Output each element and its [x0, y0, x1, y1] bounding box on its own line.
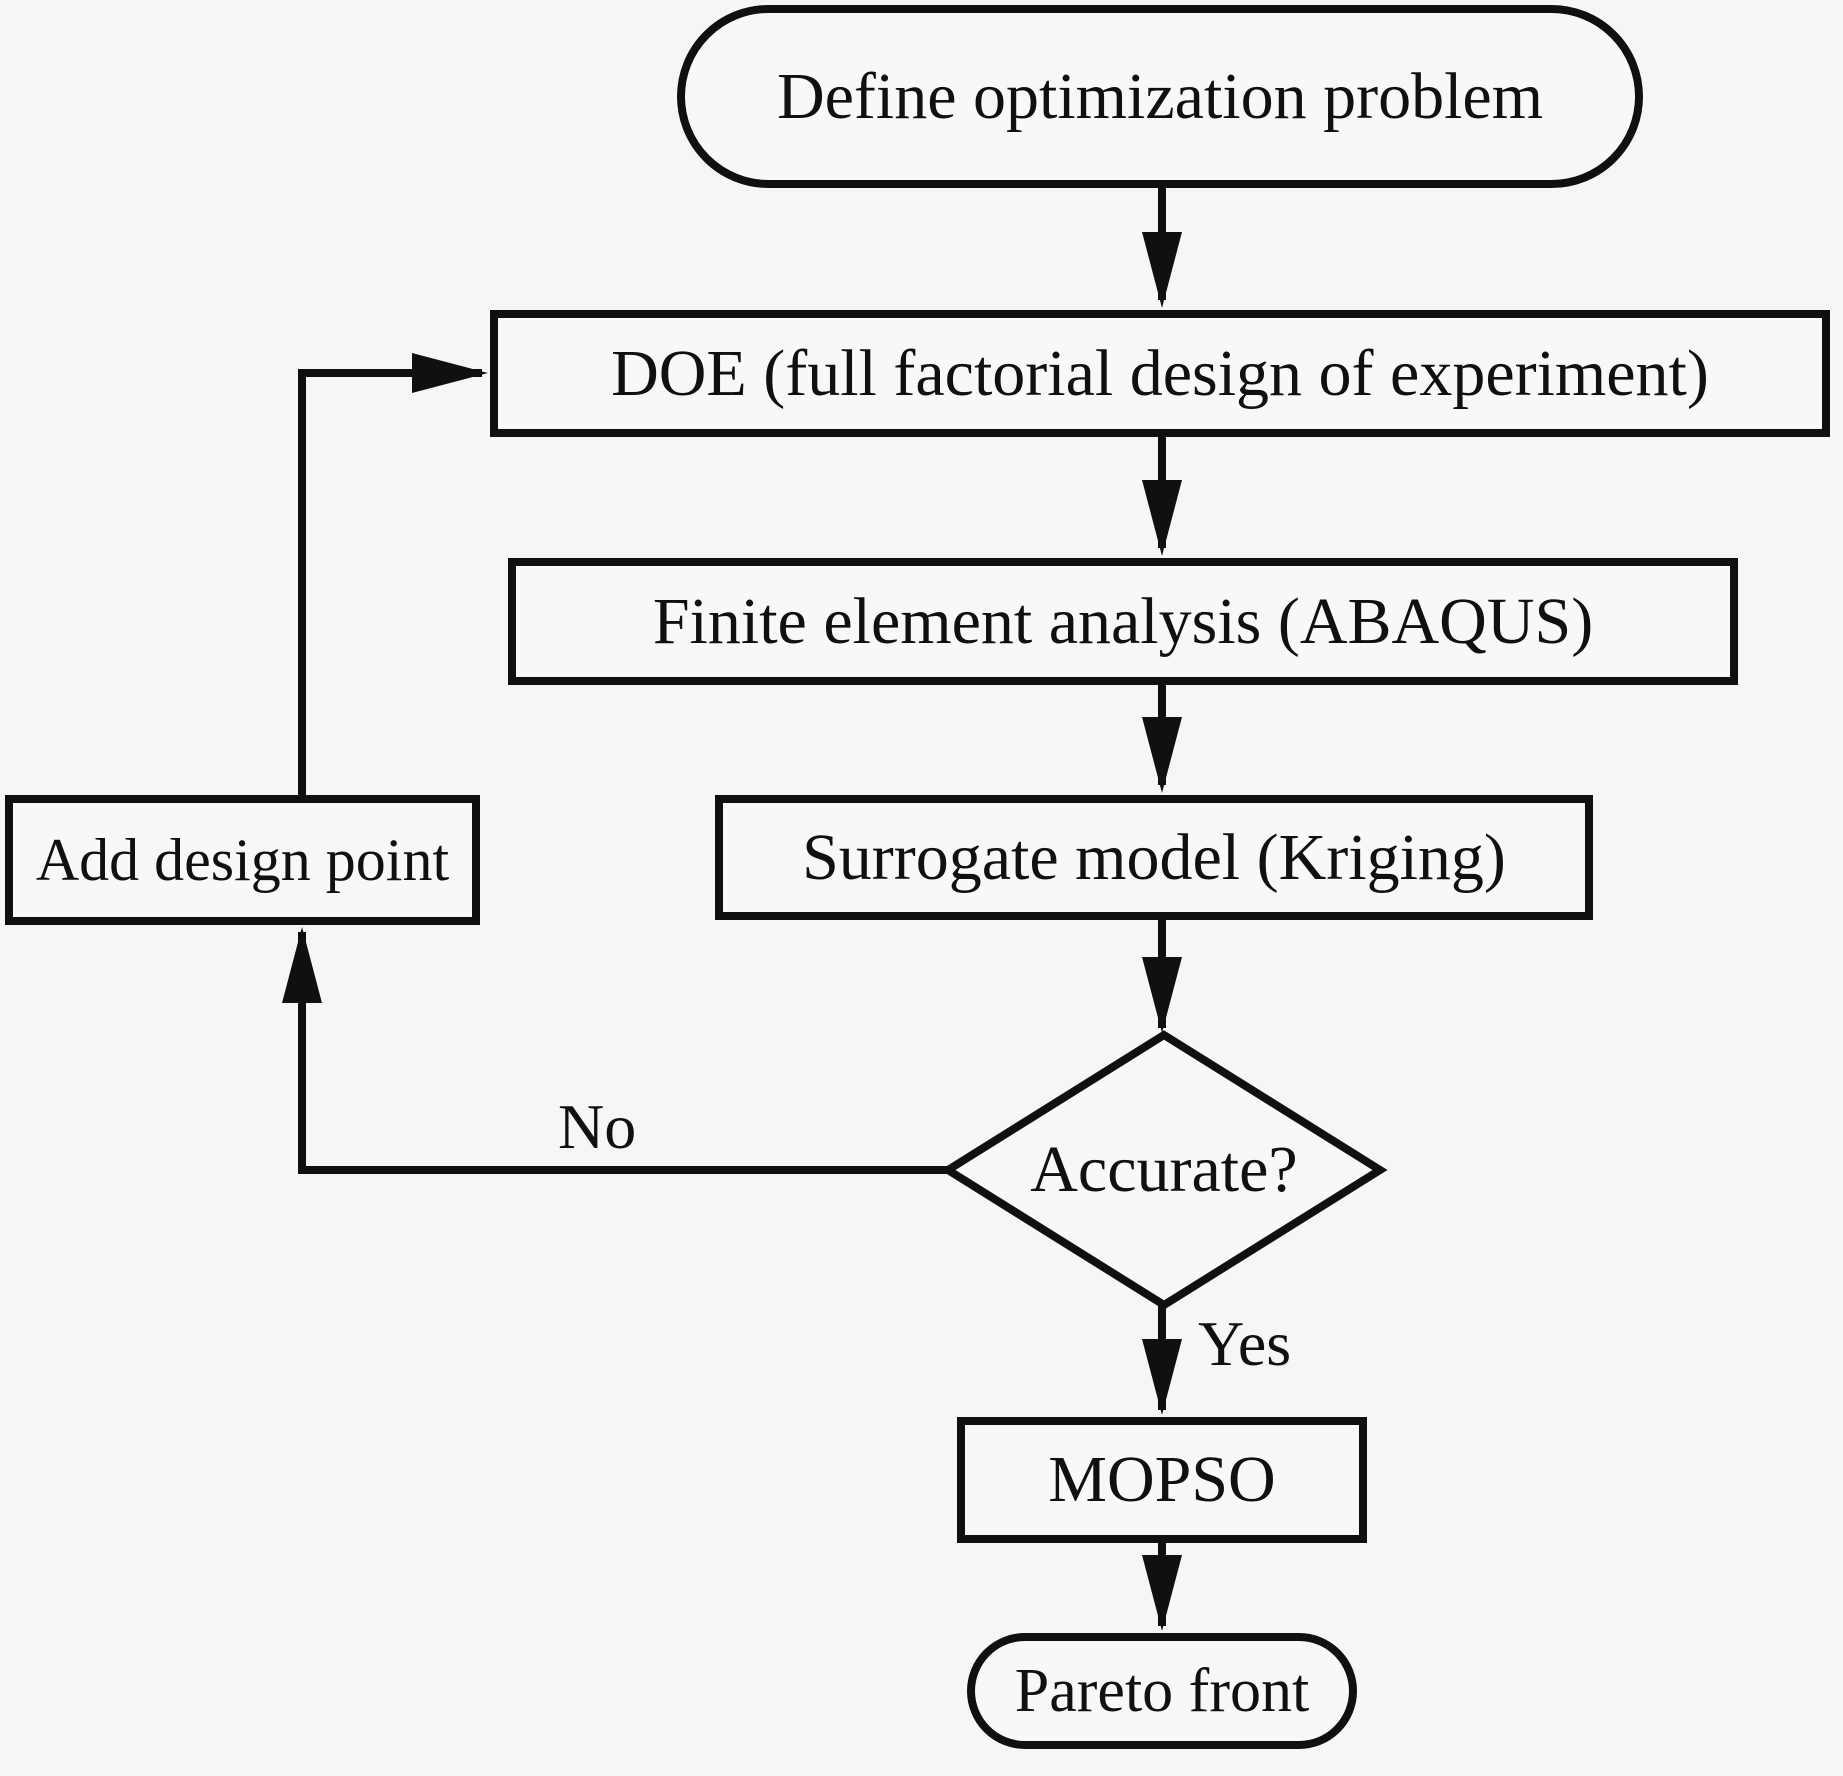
edge-doe-to-fea — [1142, 437, 1182, 556]
node-define-optimization-problem-label: Define optimization problem — [776, 59, 1544, 133]
edge-surrogate-to-accurate — [1142, 920, 1182, 1033]
node-finite-element-analysis-label: Finite element analysis (ABAQUS) — [652, 584, 1594, 658]
node-define-optimization-problem: Define optimization problem — [677, 5, 1643, 188]
edge-add-point-to-doe — [298, 353, 488, 795]
node-pareto-front-label: Pareto front — [1014, 1657, 1310, 1725]
node-accurate-label: Accurate? — [1030, 1133, 1298, 1206]
node-mopso-label: MOPSO — [1048, 1443, 1276, 1516]
node-pareto-front: Pareto front — [967, 1633, 1357, 1749]
edge-fea-to-surrogate — [1142, 685, 1182, 793]
node-mopso: MOPSO — [957, 1417, 1367, 1543]
edge-label-no: No — [558, 1091, 637, 1162]
node-accurate: Accurate? — [964, 1125, 1364, 1215]
node-add-design-point-label: Add design point — [35, 827, 450, 893]
node-surrogate-model: Surrogate model (Kriging) — [715, 795, 1593, 920]
node-add-design-point: Add design point — [5, 795, 480, 925]
node-doe-label: DOE (full factorial design of experiment… — [611, 336, 1709, 410]
edge-accurate-to-add-point — [282, 927, 948, 1174]
edge-mopso-to-pareto — [1142, 1543, 1182, 1631]
node-doe: DOE (full factorial design of experiment… — [490, 310, 1830, 437]
edge-define-to-doe — [1142, 186, 1182, 308]
edge-label-yes: Yes — [1198, 1308, 1292, 1379]
node-surrogate-model-label: Surrogate model (Kriging) — [802, 820, 1506, 894]
node-finite-element-analysis: Finite element analysis (ABAQUS) — [508, 558, 1738, 685]
edge-accurate-to-mopso — [1142, 1305, 1182, 1415]
